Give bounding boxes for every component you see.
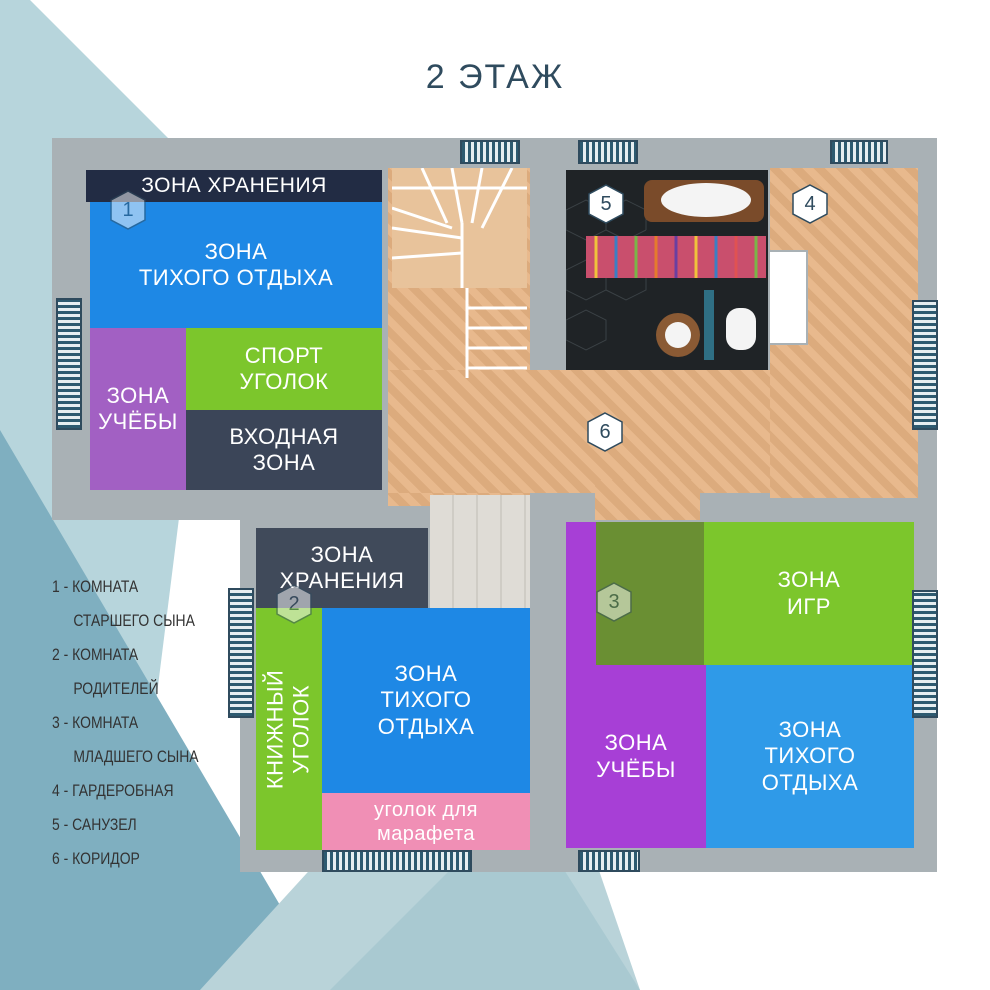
room2-books-zone: КНИЖНЫЙ УГОЛОК: [256, 608, 322, 850]
legend-item-3: 3 - КОМНАТА: [52, 713, 139, 732]
window-right-wardrobe: [912, 300, 938, 430]
room1-entry-zone: ВХОДНАЯ ЗОНА: [186, 410, 382, 490]
corridor-floor-bottom: [595, 480, 700, 520]
window-bottom-room3: [578, 850, 640, 872]
room3-rest-zone: ЗОНА ТИХОГО ОТДЫХА: [706, 665, 914, 848]
window-top-wardrobe: [830, 140, 888, 164]
bathroom-fixtures: [566, 180, 766, 360]
room2-makeup-zone: уголок для марафета: [322, 793, 530, 850]
window-left-room2: [228, 588, 254, 718]
bathroom-radiator: [768, 250, 808, 345]
legend-item-2-sub: РОДИТЕЛЕЙ: [73, 679, 159, 698]
marker-1: 1: [110, 190, 146, 230]
marker-4: 4: [792, 184, 828, 224]
window-right-room3: [912, 590, 938, 718]
room2-rest-zone: ЗОНА ТИХОГО ОТДЫХА: [322, 608, 530, 793]
window-bottom-room2: [322, 850, 472, 872]
legend-item-2: 2 - КОМНАТА: [52, 645, 139, 664]
legend-item-4: 4 - ГАРДЕРОБНАЯ: [52, 781, 174, 800]
room3-study-strip: [566, 522, 596, 665]
bg-triangle-bottom-2: [330, 800, 640, 990]
legend-item-1-sub: СТАРШЕГО СЫНА: [73, 611, 195, 630]
window-top-bath: [578, 140, 638, 164]
legend: 1 - КОМНАТА СТАРШЕГО СЫНА 2 - КОМНАТА РО…: [52, 570, 216, 876]
window-top-stairs: [460, 140, 520, 164]
legend-item-6: 6 - КОРИДОР: [52, 849, 140, 868]
legend-item-3-sub: МЛАДШЕГО СЫНА: [73, 747, 199, 766]
room1-study-zone: ЗОНА УЧЁБЫ: [90, 328, 186, 490]
marker-6: 6: [587, 412, 623, 452]
staircase: [392, 168, 527, 378]
room1-sport-zone: СПОРТ УГОЛОК: [186, 328, 382, 410]
room3-games-zone: ЗОНА ИГР: [704, 522, 914, 665]
room3-study-zone: ЗОНА УЧЁБЫ: [566, 665, 706, 848]
landing-floor: [430, 495, 530, 610]
legend-item-1: 1 - КОМНАТА: [52, 577, 139, 596]
marker-5: 5: [588, 184, 624, 224]
window-left-room1: [56, 298, 82, 430]
marker-2: 2: [276, 584, 312, 624]
page-title: 2 ЭТАЖ: [425, 58, 565, 96]
legend-item-5: 5 - САНУЗЕЛ: [52, 815, 137, 834]
marker-3: 3: [596, 582, 632, 622]
